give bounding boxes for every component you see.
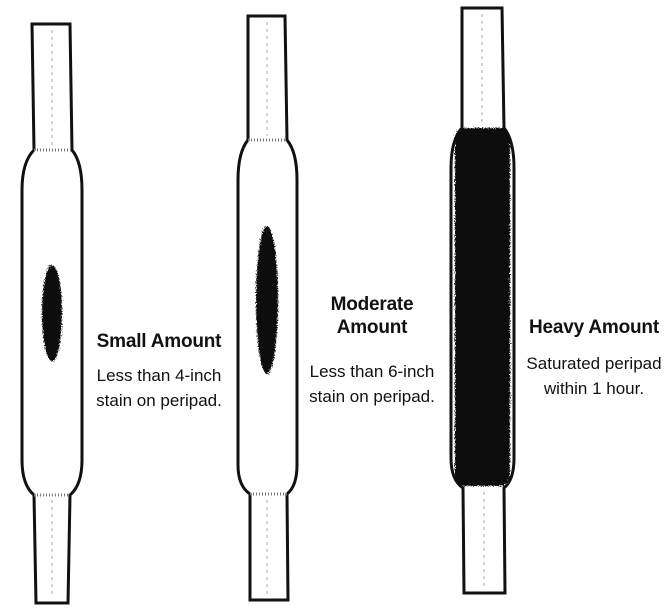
label-heavy: Heavy Amount Saturated peripad within 1 … xyxy=(519,316,669,401)
label-moderate-title: Moderate Amount xyxy=(306,293,438,339)
label-heavy-description: Saturated peripad within 1 hour. xyxy=(519,351,669,401)
label-small: Small Amount Less than 4-inch stain on p… xyxy=(86,330,232,413)
label-small-description: Less than 4-inch stain on peripad. xyxy=(86,363,232,413)
label-heavy-title: Heavy Amount xyxy=(519,316,669,339)
label-moderate-description: Less than 6-inch stain on peripad. xyxy=(306,359,438,409)
label-moderate: Moderate Amount Less than 6-inch stain o… xyxy=(306,293,438,409)
stain-saturated xyxy=(455,128,510,486)
label-small-title: Small Amount xyxy=(86,330,232,353)
